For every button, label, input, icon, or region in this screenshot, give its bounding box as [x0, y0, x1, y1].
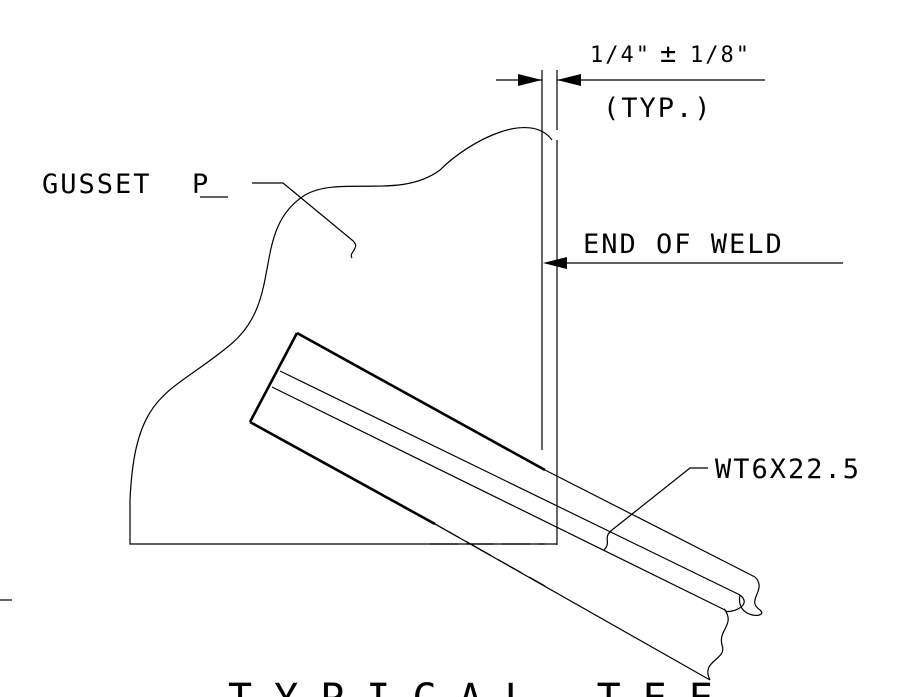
dim-typ: (TYP.): [603, 93, 713, 124]
dim-plus-minus: ±: [660, 38, 678, 69]
hidden-line-flange: [434, 523, 546, 587]
wt-stem-line-1: [279, 370, 741, 596]
wt-stem-line-2: [271, 386, 726, 611]
member-label: WT6X22.5: [715, 454, 861, 485]
end-of-weld-label: END OF WELD: [583, 229, 784, 260]
member-leader: [603, 467, 708, 551]
gusset-plate-outline: [129, 127, 553, 545]
dim-eighth: 1/8": [690, 43, 751, 68]
dim-arrow-left: [518, 74, 542, 86]
dim-arrow-right: [557, 74, 581, 86]
wt-flange-top: [296, 331, 546, 472]
break-line: [707, 576, 763, 681]
wt-flange-bottom: [249, 420, 436, 526]
title-partial: TYPICAL TEE: [228, 676, 735, 697]
end-of-weld-arrow: [543, 257, 567, 269]
wt-end-cap: [248, 332, 299, 423]
gusset-leader: [252, 182, 357, 259]
wt-outer-line-top: [544, 469, 756, 578]
dim-quarter: 1/4": [590, 43, 651, 68]
dim-text: 1/4" ± 1/8" (TYP.): [590, 38, 751, 124]
plate-symbol: P: [192, 169, 210, 200]
gusset-label: GUSSET: [42, 169, 152, 200]
